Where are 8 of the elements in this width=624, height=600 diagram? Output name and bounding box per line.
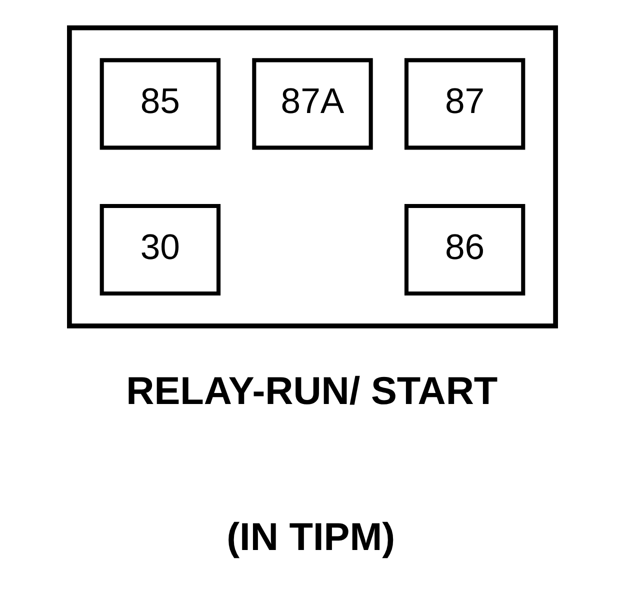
node-box: 86 bbox=[404, 204, 525, 296]
node-box: 85 bbox=[99, 58, 220, 150]
node-box: 87A bbox=[252, 58, 372, 150]
node-label: (IN TIPM) bbox=[226, 516, 395, 559]
node-box: 30 bbox=[99, 204, 220, 296]
cluster bbox=[66, 25, 558, 328]
node-box: 87 bbox=[404, 58, 525, 150]
node-label: RELAY-RUN/ START bbox=[126, 370, 498, 414]
